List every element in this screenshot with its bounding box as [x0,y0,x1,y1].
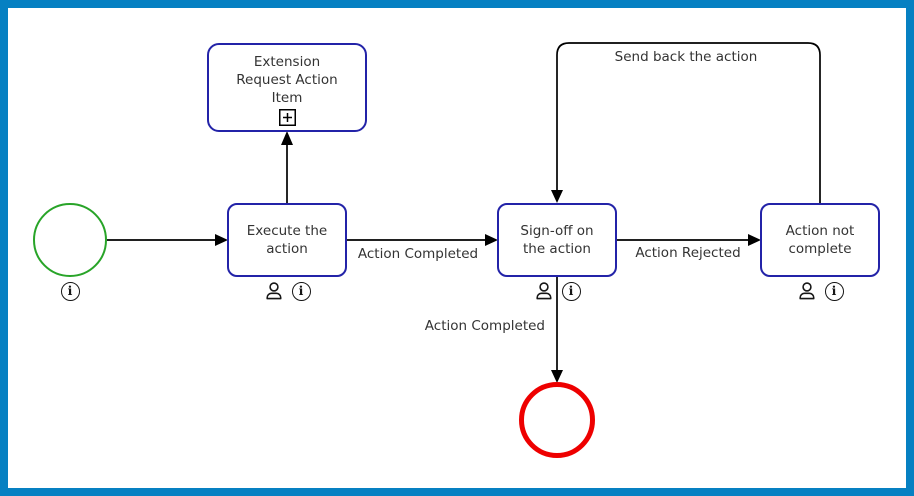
info-icon: i [291,282,311,301]
arrowhead [551,370,563,383]
edge-label-send-back-the-action: Send back the action [614,49,758,65]
task-label-line: action [266,241,308,257]
arrowhead [281,131,293,145]
user-icon [265,282,281,300]
task-signoff-icons: i [497,281,617,302]
end-event[interactable] [519,382,595,458]
edge-label-action-completed-2: Action Completed [424,318,545,334]
arrowhead [485,234,498,246]
task-label-line: the action [522,241,591,257]
subprocess-label-line: Request Action [236,72,338,88]
task-execute-icons: i [227,281,347,302]
task-execute-the-action[interactable]: Execute the action [227,203,347,277]
task-label-line: Sign-off on [520,223,594,239]
subprocess-label-line: Item [271,90,303,106]
task-label-line: Execute the [246,223,328,239]
start-event[interactable] [33,203,107,277]
arrowhead [551,190,563,203]
edge-label-action-rejected: Action Rejected [635,245,741,261]
info-icon: i [60,282,80,301]
subprocess-label-line: Extension [253,54,321,70]
task-label-line: Action not [785,223,855,239]
user-icon [798,282,814,300]
edge-label-action-completed: Action Completed [357,246,479,262]
info-icon: i [824,282,844,301]
edge-not-complete-to-signoff [556,42,821,203]
start-event-icons: i [33,281,107,302]
task-action-not-complete[interactable]: Action not complete [760,203,880,277]
info-icon: i [561,282,581,301]
task-label-line: complete [788,241,852,257]
arrowhead [748,234,761,246]
subprocess-expand-icon[interactable] [278,109,296,126]
user-icon [535,282,551,300]
arrowhead [215,234,228,246]
task-not-complete-icons: i [760,281,880,302]
task-sign-off-on-the-action[interactable]: Sign-off on the action [497,203,617,277]
subprocess-extension-request-action-item[interactable]: Extension Request Action Item [207,43,367,132]
